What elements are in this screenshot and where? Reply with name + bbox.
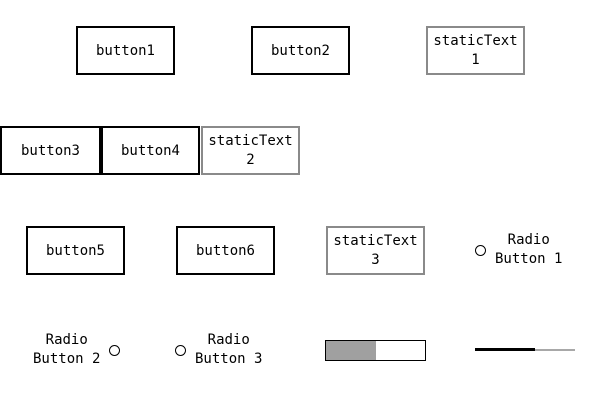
button2-label: button2 [270, 42, 330, 59]
static-text-3: staticText 3 [326, 226, 425, 275]
button6-label: button6 [195, 242, 255, 259]
static-text-1: staticText 1 [426, 26, 525, 75]
button3[interactable]: button3 [0, 126, 101, 175]
progress-fill [326, 341, 376, 360]
button1-label: button1 [95, 42, 155, 59]
static-text-2-line1: staticText [208, 132, 293, 149]
radio-button-1-line2: Button 1 [495, 251, 563, 267]
button5[interactable]: button5 [26, 226, 125, 275]
slider[interactable] [475, 348, 575, 351]
static-text-2-line2: 2 [246, 151, 255, 168]
radio-button-3[interactable]: Radio Button 3 [175, 331, 262, 369]
static-text-1-line1: staticText [433, 32, 518, 49]
slider-fill [475, 348, 535, 351]
button4[interactable]: button4 [101, 126, 200, 175]
button5-label: button5 [45, 242, 105, 259]
radio-circle-icon[interactable] [109, 344, 121, 356]
button3-label: button3 [20, 142, 80, 159]
radio-circle-icon[interactable] [475, 244, 486, 256]
radio-button-1-line1: Radio [507, 232, 550, 248]
static-text-3-line1: staticText [333, 232, 418, 249]
radio-button-2-label: Radio Button 2 [33, 331, 100, 369]
radio-button-2-line2: Button 2 [33, 351, 101, 367]
radio-button-1-label: Radio Button 1 [495, 231, 562, 269]
radio-button-1[interactable]: Radio Button 1 [475, 231, 562, 269]
static-text-3-line2: 3 [371, 251, 380, 268]
radio-circle-icon[interactable] [175, 344, 186, 356]
button2[interactable]: button2 [251, 26, 350, 75]
radio-button-3-label: Radio Button 3 [195, 331, 262, 369]
radio-button-2-line1: Radio [45, 332, 88, 348]
button1[interactable]: button1 [76, 26, 175, 75]
static-text-2: staticText 2 [201, 126, 300, 175]
progress-bar [325, 340, 426, 361]
radio-button-3-line2: Button 3 [195, 351, 263, 367]
radio-button-3-line1: Radio [207, 332, 250, 348]
button6[interactable]: button6 [176, 226, 275, 275]
button4-label: button4 [120, 142, 180, 159]
static-text-1-line2: 1 [471, 51, 480, 68]
radio-button-2[interactable]: Radio Button 2 [33, 331, 121, 369]
